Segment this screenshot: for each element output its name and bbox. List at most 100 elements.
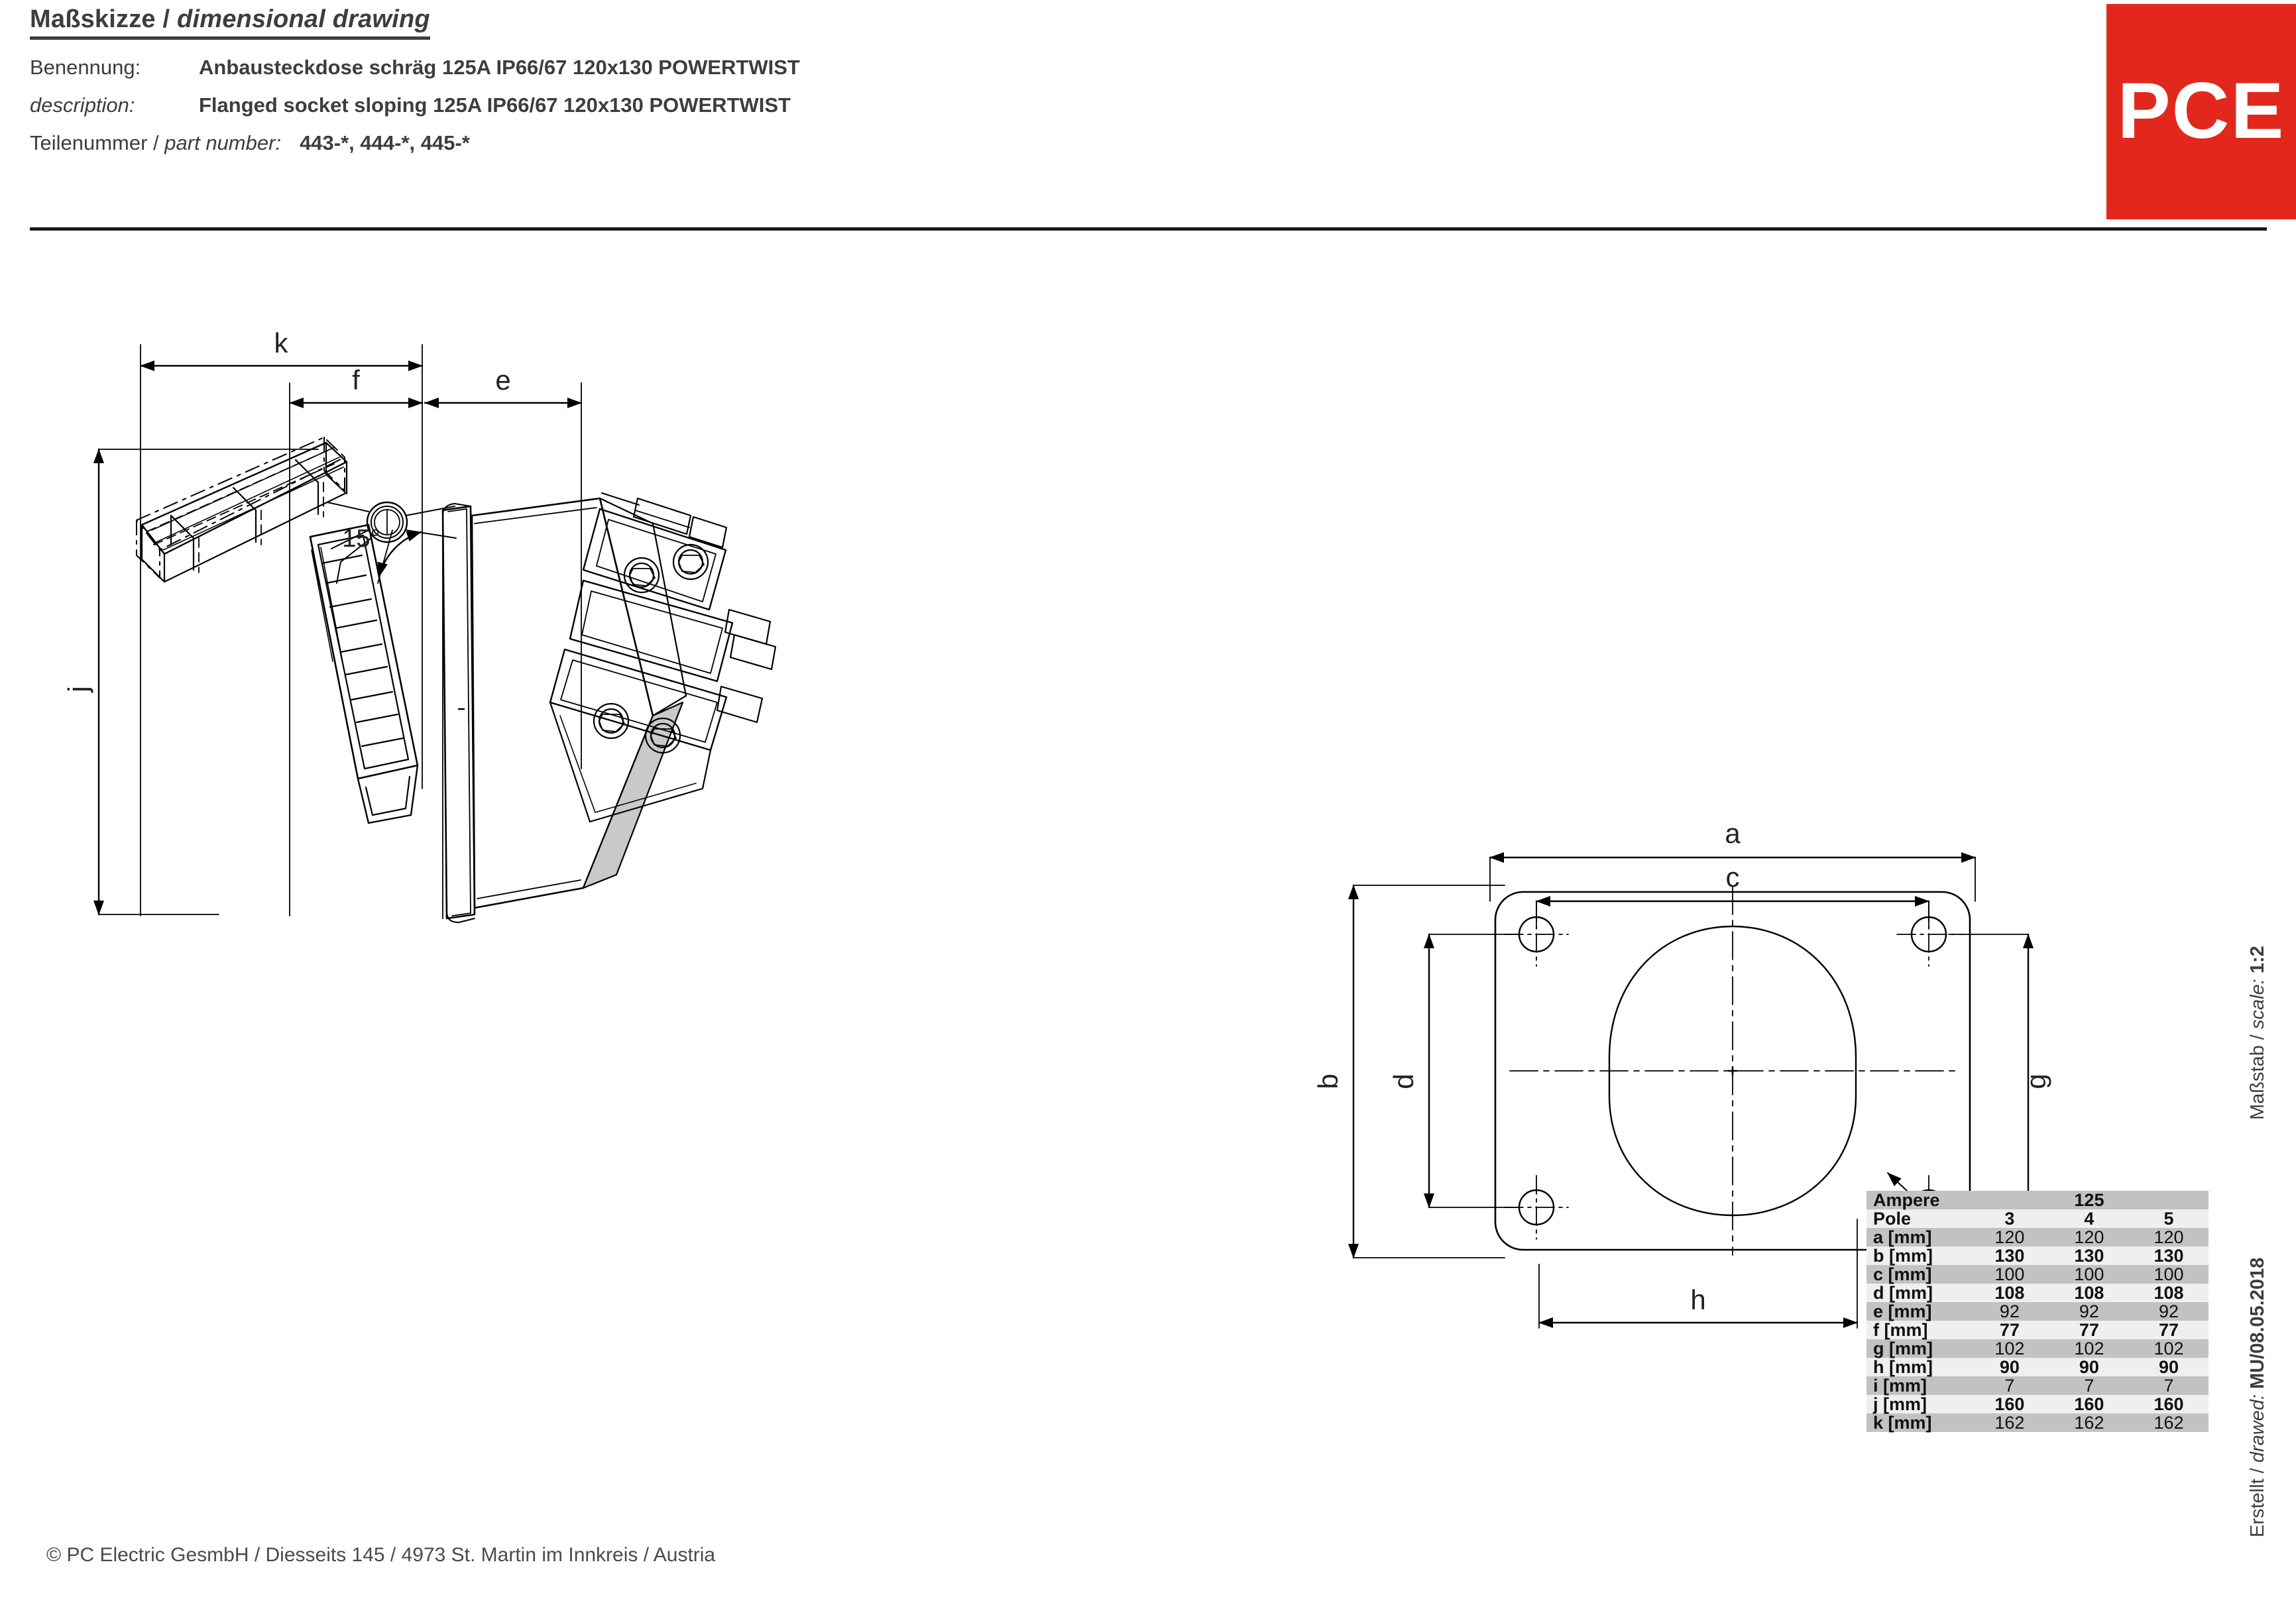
dim-label-h: h — [1690, 1284, 1705, 1315]
part-number-row: Teilenummer / part number: 443-*, 444-*, … — [30, 133, 2098, 153]
part-number-label-de: Teilenummer / — [30, 131, 165, 154]
table-cell-c-2: 100 — [2128, 1265, 2209, 1284]
table-key-i: i [mm] — [1866, 1376, 1970, 1395]
pce-logo-text: PCE — [2117, 66, 2285, 155]
table-cell-b-2: 130 — [2128, 1246, 2209, 1265]
table-value-pole-2: 5 — [2128, 1209, 2209, 1228]
table-cell-a-1: 120 — [2049, 1228, 2129, 1246]
table-key-a: a [mm] — [1866, 1228, 1970, 1246]
benennung-value: Anbausteckdose schräg 125A IP66/67 120x1… — [199, 55, 800, 79]
footer-copyright: © PC Electric GesmbH / Diesseits 145 / 4… — [46, 1544, 716, 1566]
table-cell-h-1: 90 — [2049, 1358, 2129, 1376]
table-value-pole-1: 4 — [2049, 1209, 2129, 1228]
table-cell-j-2: 160 — [2128, 1395, 2209, 1413]
drawn-label-en: drawed: — [2247, 1394, 2268, 1463]
page-title: Maßskizze / dimensional drawing — [30, 5, 430, 40]
table-cell-g-1: 102 — [2049, 1339, 2129, 1358]
dim-label-angle: 15° — [342, 525, 380, 553]
scale-label-en: scale: — [2247, 979, 2268, 1029]
table-key-j: j [mm] — [1866, 1395, 1970, 1413]
dim-label-j: j — [62, 686, 93, 693]
table-cell-a-2: 120 — [2128, 1228, 2209, 1246]
table-header-pole: Pole — [1866, 1209, 1970, 1228]
table-cell-d-2: 108 — [2128, 1284, 2209, 1302]
header-divider — [30, 227, 2267, 231]
dim-label-f: f — [352, 364, 360, 396]
page-title-en: dimensional drawing — [177, 5, 430, 33]
table-cell-a-0: 120 — [1969, 1228, 2049, 1246]
table-cell-e-2: 92 — [2128, 1302, 2209, 1321]
benennung-label: Benennung: — [30, 55, 141, 79]
dim-label-g: g — [2020, 1074, 2051, 1089]
scale-value: 1:2 — [2247, 946, 2268, 974]
table-cell-b-0: 130 — [1969, 1246, 2049, 1265]
drawn-label-de: Erstellt / — [2247, 1462, 2268, 1537]
dim-label-e: e — [495, 364, 510, 396]
table-cell-e-0: 92 — [1969, 1302, 2049, 1321]
table-cell-d-1: 108 — [2049, 1284, 2129, 1302]
header-block: Maßskizze / dimensional drawing Benennun… — [30, 5, 2098, 153]
dim-label-d: d — [1388, 1074, 1419, 1089]
table-cell-i-2: 7 — [2128, 1376, 2209, 1395]
table-key-k: k [mm] — [1866, 1413, 1970, 1432]
table-value-ampere: 125 — [1969, 1191, 2209, 1209]
table-key-f: f [mm] — [1866, 1321, 1970, 1339]
table-cell-g-0: 102 — [1969, 1339, 2049, 1358]
table-cell-j-1: 160 — [2049, 1395, 2129, 1413]
table-cell-k-2: 162 — [2128, 1413, 2209, 1432]
table-key-b: b [mm] — [1866, 1246, 1970, 1265]
drawn-value: MU/08.05.2018 — [2247, 1257, 2268, 1389]
dim-label-k: k — [274, 327, 289, 358]
table-cell-c-0: 100 — [1969, 1265, 2049, 1284]
table-cell-e-1: 92 — [2049, 1302, 2129, 1321]
table-key-c: c [mm] — [1866, 1265, 1970, 1284]
table-cell-f-2: 77 — [2128, 1321, 2209, 1339]
page-title-separator: / — [155, 5, 178, 33]
table-cell-i-1: 7 — [2049, 1376, 2129, 1395]
table-cell-f-0: 77 — [1969, 1321, 2049, 1339]
table-key-d: d [mm] — [1866, 1284, 1970, 1302]
table-cell-c-1: 100 — [2049, 1265, 2129, 1284]
table-key-e: e [mm] — [1866, 1302, 1970, 1321]
table-cell-j-0: 160 — [1969, 1395, 2049, 1413]
dim-label-c: c — [1726, 861, 1740, 893]
description-label: description: — [30, 93, 135, 117]
description-row: description: Flanged socket sloping 125A … — [30, 95, 2098, 115]
table-cell-i-0: 7 — [1969, 1376, 2049, 1395]
table-cell-b-1: 130 — [2049, 1246, 2129, 1265]
pce-logo: PCE — [2106, 4, 2296, 219]
description-value: Flanged socket sloping 125A IP66/67 120x… — [199, 93, 791, 117]
technical-drawing: k f e 15° j a c b d g h ⌀i — [0, 239, 2296, 1365]
table-cell-g-2: 102 — [2128, 1339, 2209, 1358]
table-key-h: h [mm] — [1866, 1358, 1970, 1376]
table-key-g: g [mm] — [1866, 1339, 1970, 1358]
scale-label-de: Maßstab / — [2247, 1029, 2268, 1120]
page-title-de: Maßskizze — [30, 5, 156, 33]
table-cell-h-0: 90 — [1969, 1358, 2049, 1376]
part-number-value: 443-*, 444-*, 445-* — [300, 131, 470, 154]
part-number-label-en: part number: — [164, 131, 282, 154]
dim-label-b: b — [1312, 1074, 1344, 1089]
table-header-ampere: Ampere — [1866, 1191, 1970, 1209]
table-cell-f-1: 77 — [2049, 1321, 2129, 1339]
table-value-pole-0: 3 — [1969, 1209, 2049, 1228]
dim-label-a: a — [1725, 818, 1741, 849]
table-cell-k-0: 162 — [1969, 1413, 2049, 1432]
drawn-label: Erstellt / drawed: MU/08.05.2018 — [2247, 1258, 2269, 1537]
benennung-row: Benennung: Anbausteckdose schräg 125A IP6… — [30, 57, 2098, 78]
scale-label: Maßstab / scale: 1:2 — [2247, 946, 2269, 1120]
